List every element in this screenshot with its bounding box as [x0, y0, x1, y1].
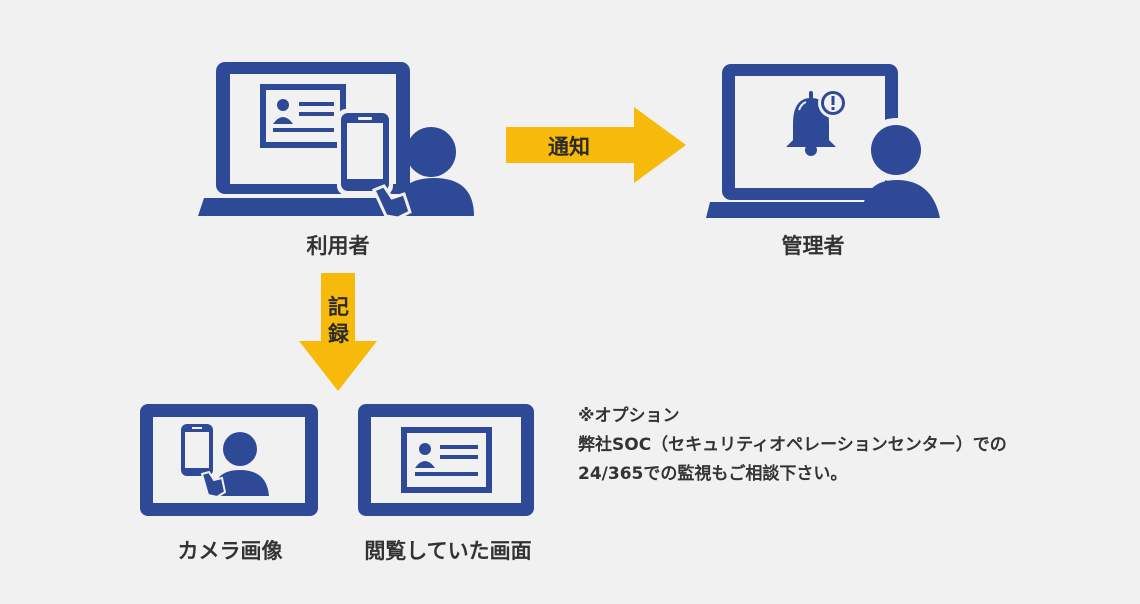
note-line-2: 弊社SOC（セキュリティオペレーションセンター）での: [578, 435, 1007, 455]
person-icon: [200, 432, 269, 499]
notify-arrow: [506, 107, 688, 183]
admin-node: [706, 62, 946, 222]
screen-illustration: [358, 404, 534, 516]
document-id-icon: [401, 427, 492, 493]
document-id-icon: [260, 84, 346, 148]
camera-illustration: [140, 404, 318, 516]
smartphone-icon: [337, 109, 393, 195]
notify-arrow-label: 通知: [548, 135, 590, 159]
screen-label: 閲覧していた画面: [364, 539, 532, 563]
record-arrow-label-1: 記: [328, 295, 349, 319]
alert-badge-icon: [818, 88, 848, 118]
down-arrow-icon: [299, 273, 377, 391]
right-arrow-icon: [506, 107, 686, 183]
record-arrow-label-2: 録: [328, 322, 349, 346]
user-node: [198, 60, 478, 220]
smartphone-icon: [181, 424, 213, 476]
screen-node: [358, 404, 538, 518]
person-icon: [862, 118, 940, 218]
note-line-1: ※オプション: [578, 406, 680, 426]
user-illustration: [198, 62, 474, 220]
note-line-3: 24/365での監視もご相談下さい。: [578, 464, 848, 484]
admin-label: 管理者: [781, 234, 845, 258]
person-icon: [371, 127, 474, 220]
camera-node: [140, 404, 320, 518]
record-arrow: [299, 273, 379, 393]
admin-illustration: [706, 64, 940, 218]
camera-label: カメラ画像: [177, 539, 283, 563]
user-label: 利用者: [306, 234, 370, 258]
option-note: ※オプション 弊社SOC（セキュリティオペレーションセンター）での 24/365…: [578, 402, 1007, 489]
